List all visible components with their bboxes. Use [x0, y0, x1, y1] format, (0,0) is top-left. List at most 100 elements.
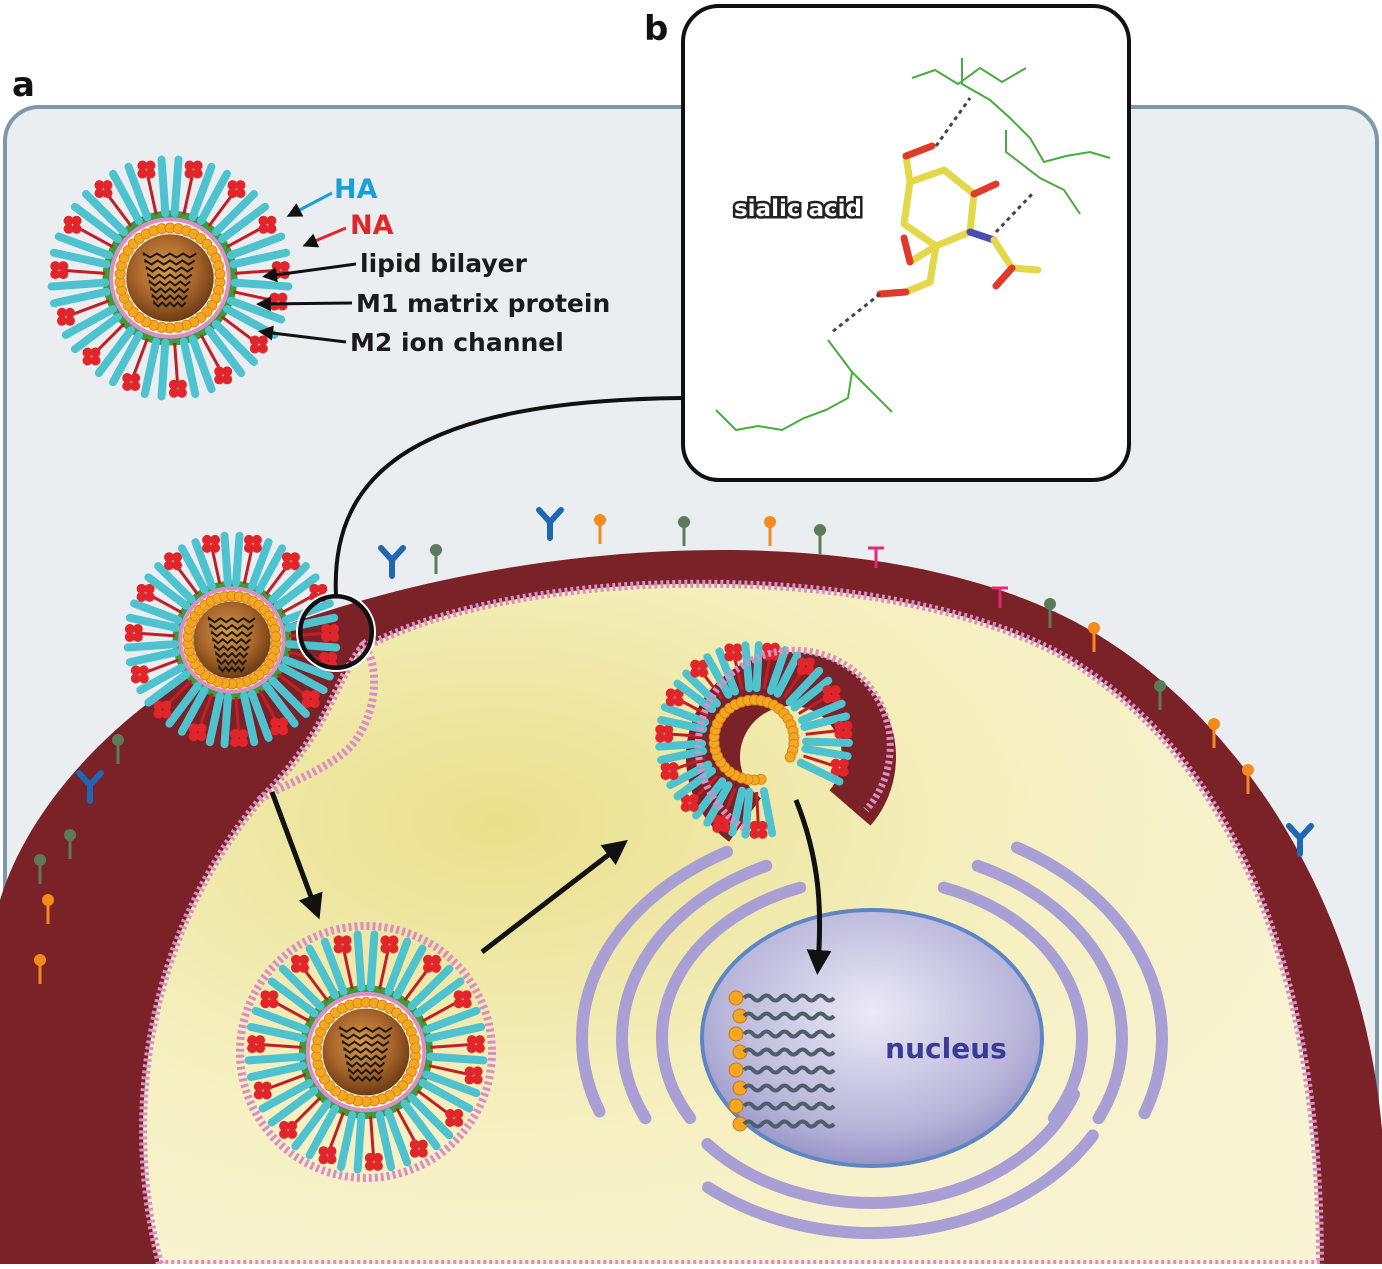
rna-segment — [144, 258, 196, 266]
arrow-to-endosome — [269, 791, 323, 920]
na-spike — [701, 672, 724, 700]
ha-spike — [188, 334, 216, 394]
rna-segment — [142, 251, 197, 259]
ha-spike — [291, 1099, 332, 1151]
ha-spike — [407, 1093, 454, 1140]
na-spike — [755, 791, 760, 824]
na-spike — [430, 1043, 471, 1049]
ha-spike — [353, 930, 366, 992]
ha-spike — [220, 693, 232, 749]
ha-spike — [232, 531, 244, 587]
virion-free — [47, 155, 293, 401]
ha-spike — [366, 930, 379, 992]
rna-segment — [343, 1046, 389, 1054]
protein-residue — [1005, 130, 1081, 215]
na-spike — [199, 334, 222, 371]
ha-spike — [384, 937, 412, 996]
ha-spike — [82, 190, 129, 237]
rna-segment — [212, 637, 252, 645]
ha-spike — [251, 1006, 310, 1034]
ha-spike — [741, 787, 754, 839]
ha-spike — [94, 326, 136, 378]
ha-spike — [211, 190, 258, 237]
viral-rna — [742, 993, 836, 1003]
na-spike — [182, 175, 194, 215]
rna-segment — [151, 293, 188, 301]
na-spike — [805, 729, 838, 736]
endosome-membrane — [236, 922, 496, 1182]
protein-residue — [851, 371, 893, 413]
na-spike — [65, 269, 106, 275]
ha-spike — [246, 1022, 307, 1043]
na-spike — [798, 695, 828, 715]
sialic-receptor — [1286, 823, 1314, 857]
ha-spike — [205, 691, 224, 747]
fusing-membrane — [694, 646, 894, 831]
na-spike — [175, 565, 199, 596]
ha-spike — [240, 691, 259, 747]
ha-spike — [109, 169, 143, 225]
ha-spike — [715, 647, 740, 696]
m2-pointer — [258, 325, 347, 344]
virion-core — [322, 1008, 410, 1096]
na-spike — [210, 549, 222, 585]
na-spike — [173, 342, 179, 383]
na-spike — [288, 631, 325, 638]
ha-spike — [407, 964, 454, 1011]
sialic-receptor — [76, 770, 104, 804]
ha-spike — [278, 663, 328, 695]
ha-spike — [392, 944, 427, 1000]
ha-spike — [230, 278, 293, 291]
sialic-acid-binding-site — [715, 58, 1111, 432]
na-spike — [77, 226, 114, 249]
lipid-bilayer-label: lipid bilayer — [360, 249, 528, 278]
na-spike — [261, 1043, 302, 1049]
na-spike — [144, 658, 179, 674]
ha-spike — [157, 155, 170, 218]
ha-spike — [136, 663, 186, 695]
ha-spike — [154, 562, 196, 604]
ha-spike — [130, 599, 183, 625]
ha-spike — [425, 1022, 486, 1043]
ha-spike — [177, 544, 209, 594]
nucleus — [700, 908, 1044, 1168]
ha-spike — [218, 202, 270, 244]
protein-residue — [911, 66, 1027, 86]
ha-spike — [785, 666, 824, 707]
na-spike — [146, 175, 158, 215]
na-spike — [679, 698, 709, 717]
hydrogen-bond — [934, 97, 972, 147]
rna-segment — [340, 1032, 392, 1040]
na-spike — [302, 967, 329, 1002]
arrow-to-fusion — [480, 839, 628, 954]
ha-pointer — [286, 191, 333, 217]
ha-spike — [426, 1052, 488, 1065]
na-spike — [722, 787, 737, 819]
ha-spike — [125, 613, 181, 632]
endoplasmic-reticulum — [576, 841, 1168, 1239]
er-cisterna — [616, 859, 773, 1125]
ha-spike — [766, 646, 789, 695]
ha-spike — [54, 232, 114, 260]
ha-spike — [773, 651, 802, 698]
na-spike — [782, 670, 804, 699]
sialic-receptor — [536, 507, 564, 541]
m1-label: M1 matrix protein — [356, 289, 610, 318]
ha-spike — [273, 573, 320, 610]
ha-spike — [268, 562, 310, 604]
virion-fusing — [655, 641, 896, 842]
na-spike — [150, 594, 183, 614]
ha-spike — [655, 739, 707, 751]
ha-spike — [165, 681, 202, 728]
ha-spike — [281, 655, 334, 681]
viral-rna — [742, 1011, 836, 1021]
ha-spike — [800, 712, 851, 732]
na-spike — [762, 657, 772, 690]
ha-spike — [258, 1078, 314, 1113]
er-cisterna — [576, 845, 733, 1118]
ha-spike — [413, 977, 465, 1018]
protein-residue — [715, 339, 854, 432]
ha-spike — [305, 944, 340, 1000]
na-spike — [234, 696, 241, 733]
